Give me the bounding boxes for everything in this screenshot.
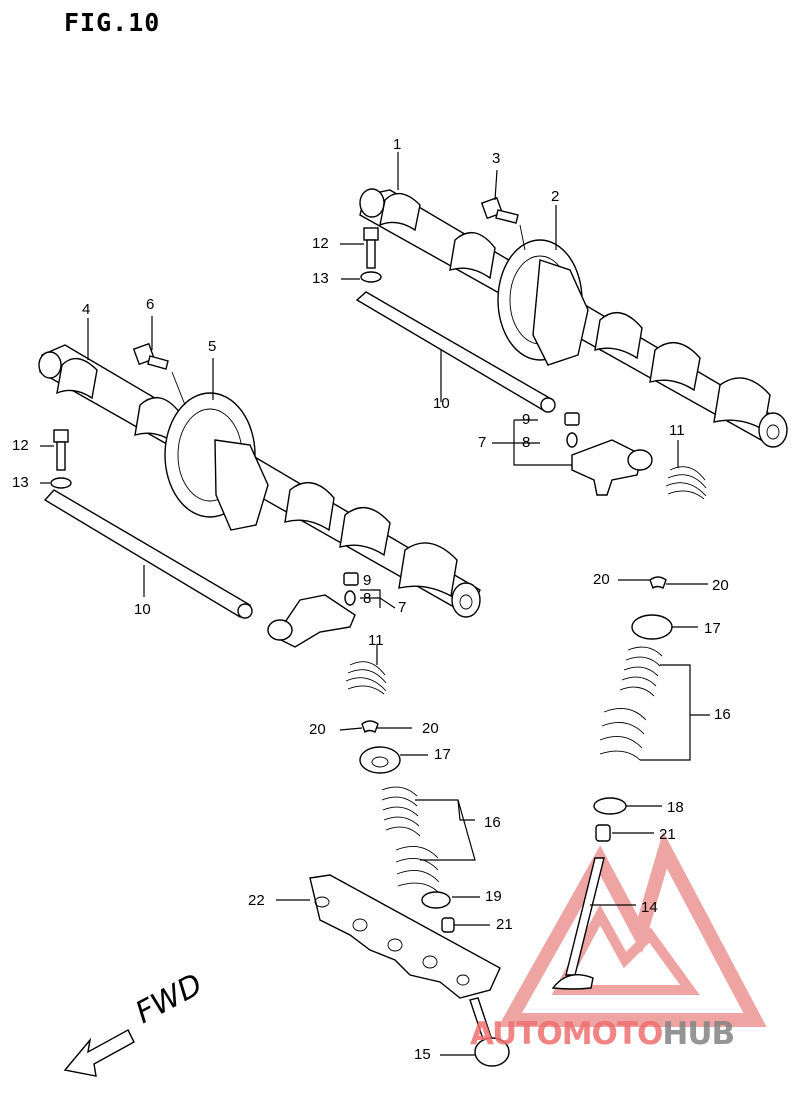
sprocket-bolt-3 xyxy=(480,196,519,224)
valve-15 xyxy=(469,997,510,1067)
figure-title: FIG.10 xyxy=(64,8,161,37)
callout-17-left: 17 xyxy=(434,746,451,763)
rocker-shaft-upper xyxy=(355,291,556,413)
callout-18: 18 xyxy=(667,799,684,816)
spring-seat-19 xyxy=(421,891,451,909)
valve-cotters-right xyxy=(649,576,667,590)
rocker-spring-upper xyxy=(665,466,707,500)
valve-spring-left xyxy=(381,786,440,893)
callout-3: 3 xyxy=(492,150,501,167)
callout-16-left: 16 xyxy=(484,814,501,831)
callout-2: 2 xyxy=(551,188,560,205)
callout-11-lower: 11 xyxy=(368,632,384,649)
callout-20-left-a: 20 xyxy=(309,721,326,738)
callout-7-lower: 7 xyxy=(398,599,407,616)
valve-14 xyxy=(551,857,605,990)
callout-17-right: 17 xyxy=(704,620,721,637)
callout-1: 1 xyxy=(393,136,402,153)
callout-6: 6 xyxy=(146,296,155,313)
rocker-spring-lower xyxy=(345,661,387,695)
callout-14: 14 xyxy=(641,899,658,916)
cam-sprocket-lower xyxy=(164,392,269,531)
callout-4: 4 xyxy=(82,301,91,318)
callout-10-upper: 10 xyxy=(433,395,450,412)
forward-arrow-icon xyxy=(63,1029,135,1077)
spring-retainer-right xyxy=(631,614,673,640)
callout-13-lower: 13 xyxy=(12,474,29,491)
watermark-text: AUTOMOTOHUB xyxy=(470,1016,735,1052)
callout-22: 22 xyxy=(248,892,265,909)
watermark-brand-a: AUTOMOTO xyxy=(470,1016,663,1052)
callout-7-upper: 7 xyxy=(478,434,487,451)
spring-retainer-left xyxy=(359,746,401,774)
callout-9-upper: 9 xyxy=(522,411,531,428)
callout-12-upper: 12 xyxy=(312,235,329,252)
spring-seat-18 xyxy=(593,797,627,815)
callout-20-right-b: 20 xyxy=(712,577,729,594)
leader-lines xyxy=(40,152,710,1056)
cam-sprocket-upper xyxy=(497,239,589,366)
callout-20-left-b: 20 xyxy=(422,720,439,737)
watermark-logo xyxy=(498,831,767,1027)
callout-8-lower: 8 xyxy=(363,590,372,607)
rocker-arm-upper xyxy=(564,412,653,496)
callout-19: 19 xyxy=(485,888,502,905)
gasket-22 xyxy=(309,874,501,999)
sprocket-bolt-6 xyxy=(132,342,169,370)
callout-16-right: 16 xyxy=(714,706,731,723)
rocker-shaft-lower xyxy=(43,489,253,619)
callout-11-upper: 11 xyxy=(669,422,685,439)
bolt-12-lower xyxy=(50,429,72,489)
rocker-arm-lower xyxy=(267,572,359,648)
callout-21-right: 21 xyxy=(659,826,676,843)
watermark-brand-b: HUB xyxy=(662,1016,735,1052)
stem-seal-21-right xyxy=(595,824,611,842)
bolt-12-upper xyxy=(360,227,382,283)
callout-15: 15 xyxy=(414,1046,431,1063)
callout-13-upper: 13 xyxy=(312,270,329,287)
valve-spring-right xyxy=(599,646,663,761)
callout-8-upper: 8 xyxy=(522,434,531,451)
callout-12-lower: 12 xyxy=(12,437,29,454)
callout-5: 5 xyxy=(208,338,217,355)
callout-20-right-a: 20 xyxy=(593,571,610,588)
stem-seal-21-left xyxy=(441,917,455,933)
callout-9-lower: 9 xyxy=(363,572,372,589)
callout-21-left: 21 xyxy=(496,916,513,933)
valve-cotters-left xyxy=(361,720,379,734)
callout-10-lower: 10 xyxy=(134,601,151,618)
